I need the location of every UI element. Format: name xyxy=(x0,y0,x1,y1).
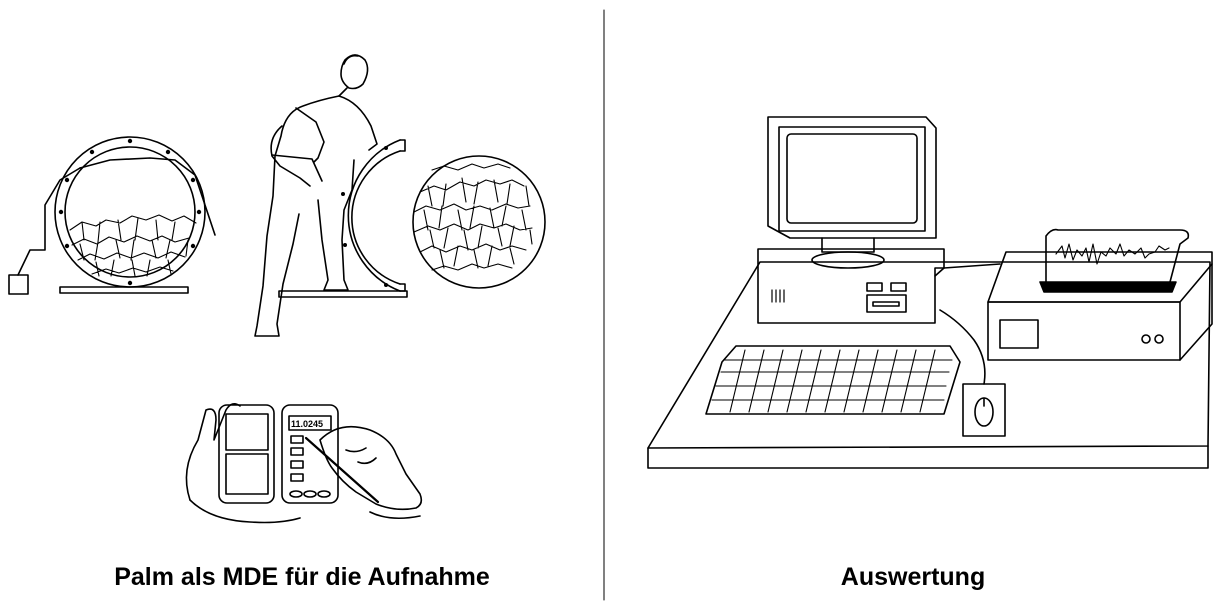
caption-right: Auswertung xyxy=(608,563,1218,592)
desktop-computer-icon xyxy=(758,117,944,323)
person-holding-frame-icon xyxy=(255,55,407,336)
caption-left: Palm als MDE für die Aufnahme xyxy=(0,563,604,592)
cable xyxy=(944,264,1000,268)
mouse-icon xyxy=(940,310,1005,436)
ring-frame-stones-icon xyxy=(55,137,215,293)
desk xyxy=(648,262,1210,468)
stone-pattern-disc-icon xyxy=(413,156,545,288)
keyboard-icon xyxy=(706,346,960,414)
handheld-palm-device-icon: 11.0245 xyxy=(186,404,421,523)
device-display-value: 11.0245 xyxy=(291,419,323,429)
chart-recorder-icon xyxy=(988,230,1212,360)
